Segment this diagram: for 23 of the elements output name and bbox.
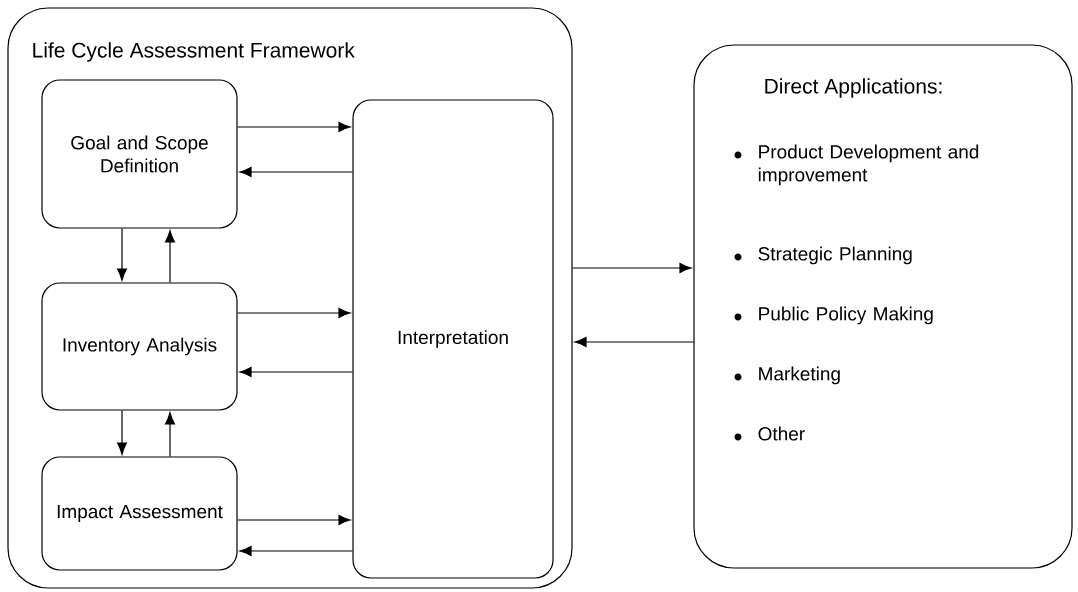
arrow [237, 307, 351, 319]
bullet-item: Public Policy Making [734, 306, 933, 325]
process-box: Goal and Scope Definition [41, 79, 238, 229]
process-box: Interpretation [352, 99, 554, 579]
bullet-item: Strategic Planning [734, 246, 912, 265]
arrow [164, 412, 176, 457]
bullet-item: Product Development and improvement [734, 144, 979, 186]
box-title: Life Cycle Assessment Framework [33, 42, 355, 62]
arrow [572, 262, 692, 274]
arrow [239, 546, 353, 557]
arrow [237, 515, 351, 526]
arrow [239, 366, 353, 378]
arrow [116, 410, 128, 455]
arrow [116, 228, 128, 281]
box-heading: Direct Applications: [765, 78, 942, 98]
bullet-item: Marketing [734, 366, 840, 385]
arrow [574, 336, 694, 348]
arrow [237, 121, 351, 133]
arrow [164, 230, 176, 283]
process-box: Impact Assessment [41, 456, 238, 571]
arrow [239, 166, 353, 178]
process-box: Inventory Analysis [41, 282, 238, 411]
bullet-item: Other [734, 426, 805, 441]
